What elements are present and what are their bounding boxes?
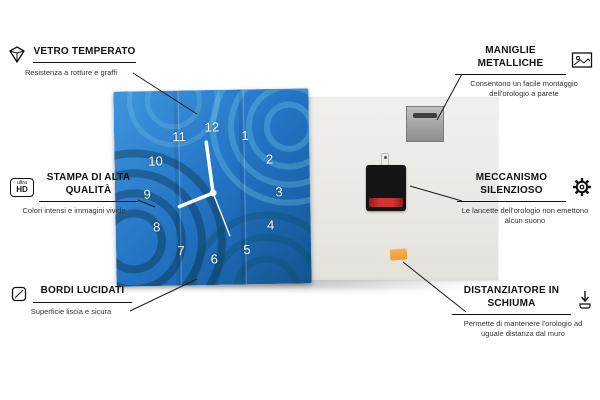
callout-foam-spacer: DISTANZIATORE IN SCHIUMA Permette di man… bbox=[452, 285, 594, 339]
clock-mechanism bbox=[366, 165, 406, 211]
callout-head: MANIGLIE METALLICHE bbox=[455, 45, 593, 75]
clock-front-view: 12 1 2 3 4 5 6 7 8 9 10 11 bbox=[113, 88, 312, 287]
clock-number: 10 bbox=[148, 153, 163, 169]
spacer-arrow-icon bbox=[576, 290, 594, 310]
gear-icon bbox=[571, 176, 593, 198]
callout-subtitle: Permette di mantenere l'orologio ad ugua… bbox=[463, 319, 583, 339]
callout-title: MANIGLIE METALLICHE bbox=[455, 45, 566, 75]
clock-number: 6 bbox=[210, 251, 218, 267]
callout-polished-edges: BORDI LUCIDATI Superficie liscia e sicur… bbox=[10, 285, 132, 317]
callout-title: BORDI LUCIDATI bbox=[33, 285, 132, 303]
hanger-slot bbox=[413, 113, 437, 118]
callout-head: ultra HD STAMPA DI ALTA QUALITÀ bbox=[10, 172, 138, 202]
diamond-icon bbox=[6, 45, 28, 64]
callout-subtitle: Consentono un facile montaggio dell'orol… bbox=[470, 79, 578, 99]
callout-head: BORDI LUCIDATI bbox=[10, 285, 132, 303]
callout-title: DISTANZIATORE IN SCHIUMA bbox=[452, 285, 571, 315]
polished-edge-icon bbox=[10, 285, 28, 303]
clock-number: 12 bbox=[204, 119, 220, 135]
clock-number: 11 bbox=[172, 128, 186, 145]
ultra-hd-icon: ultra HD bbox=[10, 177, 34, 197]
callout-tempered-glass: VETRO TEMPERATO Resistenza a rotture e g… bbox=[6, 45, 136, 78]
callout-title: STAMPA DI ALTA QUALITÀ bbox=[39, 172, 138, 202]
foam-spacer bbox=[389, 248, 408, 261]
callout-subtitle: Superficie liscia e sicura bbox=[30, 307, 112, 316]
callout-print-quality: ultra HD STAMPA DI ALTA QUALITÀ Colori i… bbox=[10, 172, 138, 216]
picture-frame-icon bbox=[571, 51, 593, 69]
callout-head: VETRO TEMPERATO bbox=[6, 45, 136, 64]
clock-number: 8 bbox=[152, 219, 161, 235]
hook-hole bbox=[384, 156, 387, 159]
battery bbox=[369, 198, 403, 207]
clock-number: 7 bbox=[177, 242, 185, 259]
clock-number: 9 bbox=[143, 186, 151, 202]
hd-label: HD bbox=[16, 184, 28, 194]
callout-subtitle: Resistenza a rotture e graffi bbox=[25, 68, 117, 77]
callout-title: MECCANISMO SILENZIOSO bbox=[457, 172, 566, 202]
clock-back-view bbox=[300, 97, 498, 280]
callout-head: DISTANZIATORE IN SCHIUMA bbox=[452, 285, 594, 315]
ultra-label: ultra bbox=[17, 179, 27, 186]
callout-metal-hangers: MANIGLIE METALLICHE Consentono un facile… bbox=[455, 45, 593, 99]
clock-number: 5 bbox=[243, 241, 251, 257]
clock-number: 2 bbox=[265, 151, 274, 167]
callout-subtitle: Colori intensi e immagini vivide bbox=[22, 206, 126, 215]
callout-silent-mechanism: MECCANISMO SILENZIOSO bbox=[457, 172, 593, 226]
callout-title: VETRO TEMPERATO bbox=[33, 46, 136, 64]
metal-hanger-plate bbox=[406, 106, 444, 142]
clock-number: 4 bbox=[266, 217, 275, 233]
callout-head: MECCANISMO SILENZIOSO bbox=[457, 172, 593, 202]
clock-number: 1 bbox=[241, 127, 249, 143]
clock-number: 3 bbox=[275, 184, 283, 200]
callout-subtitle: Le lancette dell'orologio non emettono a… bbox=[461, 206, 589, 226]
